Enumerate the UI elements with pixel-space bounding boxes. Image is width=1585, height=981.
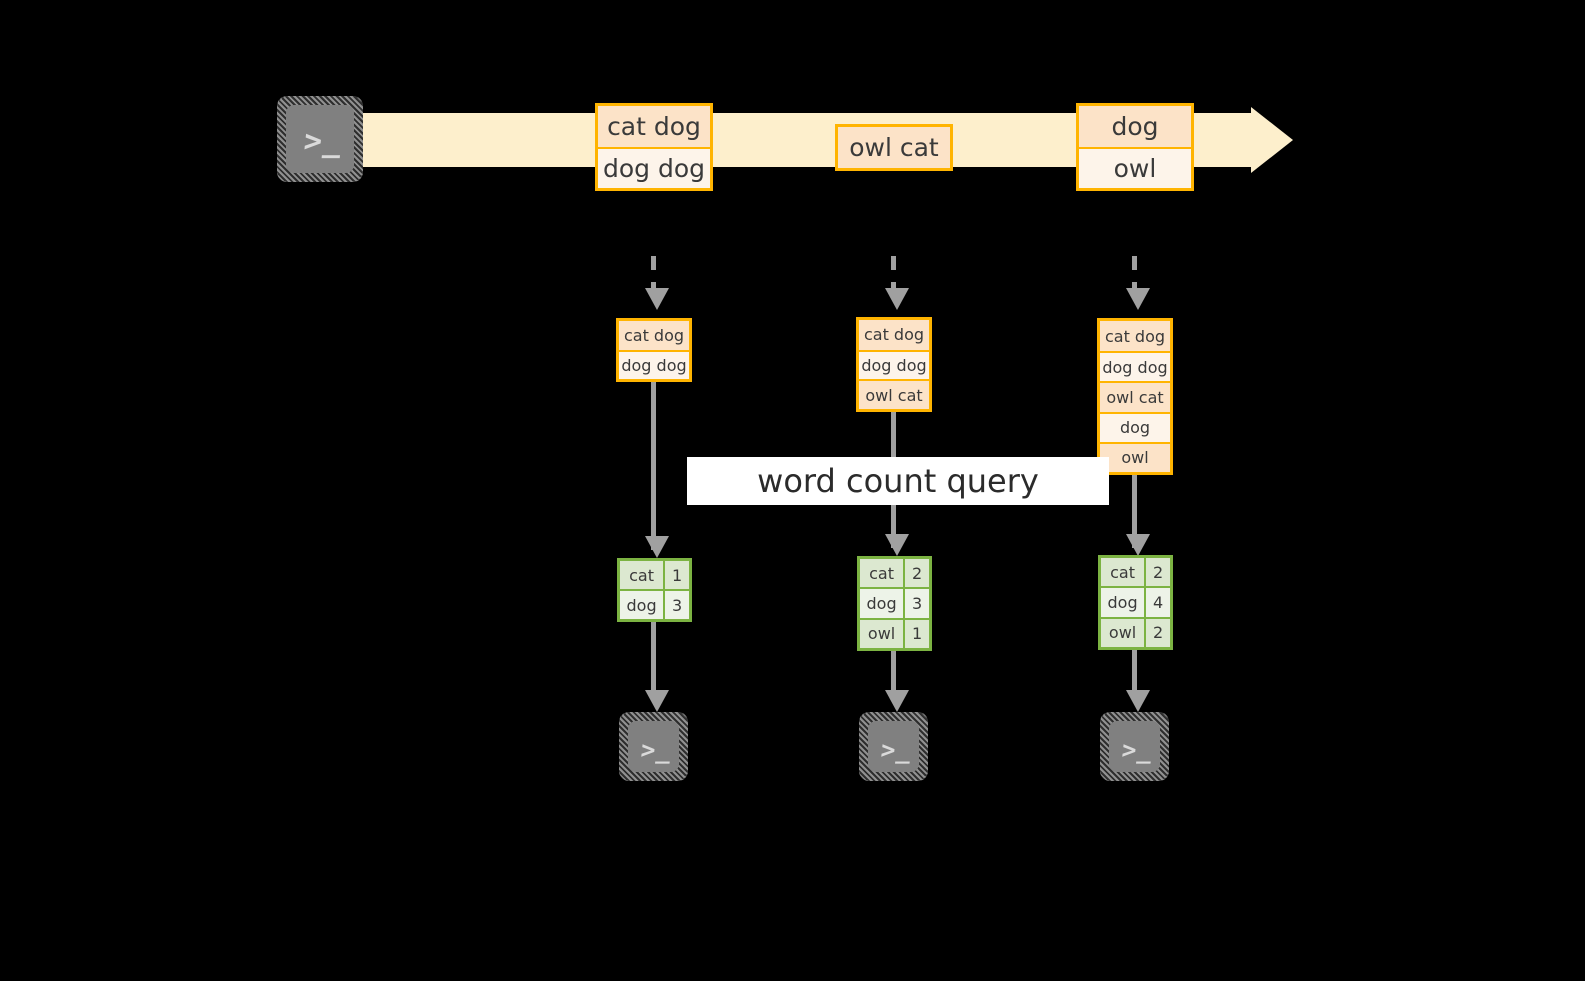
terminal-face xyxy=(868,721,919,772)
snapshot-input-row: dog dog xyxy=(1100,351,1170,382)
snapshot-1-input-table[interactable]: cat dog dog dog xyxy=(616,318,692,382)
terminal-face xyxy=(286,105,354,173)
result-row: cat 2 xyxy=(1101,558,1170,587)
result-count: 2 xyxy=(1144,558,1170,587)
snapshot-1-result-table[interactable]: cat 1 dog 3 xyxy=(617,558,692,622)
snapshot-2-sink-connector xyxy=(891,651,896,690)
snapshot-trigger-connector xyxy=(1132,256,1137,288)
snapshot-trigger-arrowhead-icon xyxy=(1126,288,1150,310)
snapshot-trigger-connector xyxy=(891,256,896,288)
snapshot-input-row: dog dog xyxy=(619,350,689,379)
snapshot-2-query-arrowhead-icon xyxy=(885,534,909,556)
snapshot-input-row: cat dog xyxy=(859,320,929,350)
result-count: 3 xyxy=(903,589,929,618)
result-count: 1 xyxy=(663,561,689,589)
stream-record: cat dog xyxy=(598,106,710,147)
stream-arrowhead-icon xyxy=(1251,107,1293,173)
result-row: dog 3 xyxy=(620,589,689,619)
snapshot-trigger-arrowhead-icon xyxy=(885,288,909,310)
snapshot-3-query-connector xyxy=(1132,475,1137,548)
snapshot-3-input-table[interactable]: cat dog dog dog owl cat dog owl xyxy=(1097,318,1173,475)
snapshot-input-row: dog xyxy=(1100,411,1170,442)
stream-record: owl cat xyxy=(838,127,950,168)
terminal-face xyxy=(1109,721,1160,772)
result-word: cat xyxy=(1101,558,1145,587)
snapshot-input-row: owl xyxy=(1100,441,1170,473)
snapshot-1-query-arrowhead-icon xyxy=(645,536,669,558)
stream-record: dog xyxy=(1079,106,1191,147)
snapshot-input-row: cat dog xyxy=(619,321,689,350)
result-count: 2 xyxy=(903,559,929,588)
snapshot-3-sink-connector xyxy=(1132,650,1137,690)
terminal-sink-icon[interactable]: >_ xyxy=(1100,712,1169,781)
snapshot-trigger-arrowhead-icon xyxy=(645,288,669,310)
result-count: 1 xyxy=(903,619,929,648)
snapshot-2-result-table[interactable]: cat 2 dog 3 owl 1 xyxy=(857,556,932,651)
terminal-face xyxy=(628,721,679,772)
snapshot-input-row: dog dog xyxy=(859,349,929,380)
stream-record: dog dog xyxy=(598,147,710,188)
result-count: 2 xyxy=(1144,618,1170,647)
snapshot-1-sink-arrowhead-icon xyxy=(645,690,669,712)
stream-group-2[interactable]: owl cat xyxy=(835,124,953,171)
result-word: owl xyxy=(860,619,904,648)
snapshot-1-sink-connector xyxy=(651,622,656,690)
result-word: cat xyxy=(860,559,904,588)
result-row: owl 2 xyxy=(1101,616,1170,647)
terminal-source-icon[interactable]: >_ xyxy=(277,96,363,182)
snapshot-3-sink-arrowhead-icon xyxy=(1126,690,1150,712)
result-row: dog 3 xyxy=(860,587,929,618)
snapshot-1-query-connector xyxy=(651,382,656,550)
stream-group-3[interactable]: dog owl xyxy=(1076,103,1194,191)
query-label: word count query xyxy=(687,457,1109,505)
stream-record: owl xyxy=(1079,147,1191,188)
stream-group-1[interactable]: cat dog dog dog xyxy=(595,103,713,191)
result-word: dog xyxy=(620,591,664,619)
snapshot-input-row: cat dog xyxy=(1100,321,1170,352)
terminal-prompt-glyph: >_ xyxy=(879,736,914,764)
snapshot-input-row: owl cat xyxy=(859,379,929,410)
terminal-sink-icon[interactable]: >_ xyxy=(619,712,688,781)
result-row: cat 1 xyxy=(620,561,689,589)
terminal-sink-icon[interactable]: >_ xyxy=(859,712,928,781)
result-word: dog xyxy=(1101,588,1145,617)
result-row: cat 2 xyxy=(860,559,929,588)
snapshot-input-row: owl cat xyxy=(1100,381,1170,412)
result-word: owl xyxy=(1101,618,1145,647)
result-word: cat xyxy=(620,561,664,589)
snapshot-trigger-connector xyxy=(651,256,656,288)
terminal-prompt-glyph: >_ xyxy=(302,124,345,159)
snapshot-2-sink-arrowhead-icon xyxy=(885,690,909,712)
terminal-prompt-glyph: >_ xyxy=(639,736,674,764)
result-word: dog xyxy=(860,589,904,618)
result-row: owl 1 xyxy=(860,617,929,648)
snapshot-3-result-table[interactable]: cat 2 dog 4 owl 2 xyxy=(1098,555,1173,650)
snapshot-2-input-table[interactable]: cat dog dog dog owl cat xyxy=(856,317,932,412)
result-count: 4 xyxy=(1144,588,1170,617)
result-count: 3 xyxy=(663,591,689,619)
snapshot-3-query-arrowhead-icon xyxy=(1126,534,1150,556)
result-row: dog 4 xyxy=(1101,586,1170,617)
terminal-prompt-glyph: >_ xyxy=(1120,736,1155,764)
